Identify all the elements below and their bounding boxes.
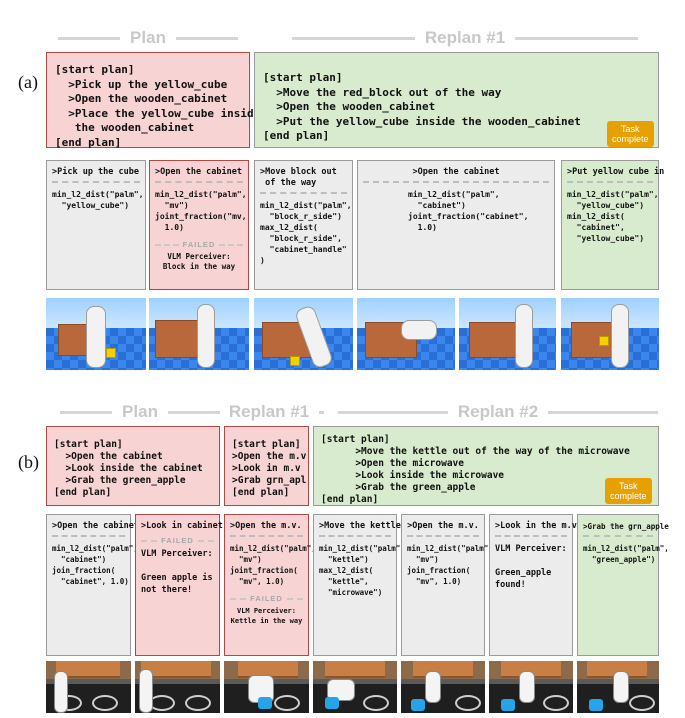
step-title: >Put yellow cube in (567, 167, 665, 177)
part-b-label: (b) (18, 452, 39, 472)
b-scene-image-3 (224, 661, 309, 713)
a-scene-image-5 (459, 298, 556, 370)
step-title: >Open the m.v. (230, 521, 302, 531)
part-a-plan-header: Plan (58, 28, 238, 48)
b-scene-image-6 (489, 661, 573, 713)
step-code: min_l2_dist("palm", "block_r_side") max_… (260, 201, 352, 265)
part-b-replan1-box: [start plan] >Open the m.v >Look in m.v … (224, 426, 309, 506)
part-b-replan2-box: [start plan] >Move the kettle out of the… (313, 426, 659, 506)
divider (230, 535, 303, 537)
plan-header-text: Plan (122, 402, 158, 421)
a-step-card-4: >Open the cabinet min_l2_dist("palm", "c… (357, 160, 555, 290)
divider (52, 181, 140, 183)
part-b-plan-box: [start plan] >Open the cabinet >Look ins… (46, 426, 220, 506)
b-step-card-6: >Look in the m.v. VLM Perceiver: Green_a… (489, 514, 582, 656)
part-a-plan-box: [start plan] >Pick up the yellow_cube >O… (46, 52, 260, 149)
divider (495, 535, 567, 537)
divider (319, 535, 391, 537)
step-code: min_l2_dist("palm", "mv") joint_fraction… (155, 190, 247, 232)
a-step-card-3: >Move block out of the way min_l2_dist("… (254, 160, 353, 290)
b-step-card-7: >Grab the grn_apple min_l2_dist("palm", … (577, 514, 669, 656)
a-step-card-5: >Put yellow cube in min_l2_dist("palm", … (561, 160, 665, 290)
step-title: >Open the cabinet (52, 521, 139, 531)
failed-text: FAILED (161, 536, 194, 545)
part-a-replan-box: [start plan] >Move the red_block out of … (254, 52, 659, 148)
step-code: min_l2_dist("palm", "yellow_cube") min_l… (567, 190, 659, 243)
part-b-replan2-header: Replan #2 (338, 402, 658, 422)
b-step-card-1: >Open the cabinet min_l2_dist("palm", "c… (46, 514, 139, 656)
divider (363, 181, 549, 183)
divider (407, 535, 479, 537)
task-complete-badge-b: Task complete (605, 478, 652, 504)
divider (260, 192, 347, 194)
vlm-note: VLM Perceiver: Kettle in the way (230, 607, 303, 625)
replan1-header-text: Replan #1 (424, 28, 506, 47)
a-scene-image-4 (357, 298, 455, 370)
a-scene-image-3 (254, 298, 353, 370)
a-scene-image-6 (561, 298, 659, 370)
step-title: >Open the cabinet (155, 167, 242, 177)
step-title: >Grab the grn_apple (583, 522, 669, 531)
step-title: >Open the cabinet (412, 167, 500, 177)
b-step-card-3: >Open the m.v. min_l2_dist("palm", "mv")… (224, 514, 316, 656)
part-a-label: (a) (18, 72, 38, 92)
failed-marker: FAILED (141, 535, 215, 546)
step-code: min_l2_dist("palm", "mv") join_fraction(… (407, 544, 493, 586)
divider (155, 181, 243, 183)
step-code: min_l2_dist("palm", "kettle") max_l2_dis… (319, 544, 405, 597)
failed-marker: FAILED (155, 239, 244, 250)
vlm-text: VLM Perceiver: Green apple is not there! (141, 549, 213, 595)
step-code: min_l2_dist("palm", "green_apple") (583, 544, 669, 564)
failed-text: FAILED (250, 594, 283, 603)
failed-marker: FAILED (230, 593, 304, 604)
b-scene-image-5 (401, 661, 485, 713)
b-scene-image-7 (577, 661, 659, 713)
step-title: >Open the m.v. (407, 521, 479, 531)
replan2-header-text: Replan #2 (457, 402, 539, 421)
a-scene-image-1 (46, 298, 146, 370)
step-code: min_l2_dist("palm", "cabinet") joint_fra… (408, 190, 529, 232)
part-b-plan-header: Plan (60, 402, 220, 422)
b-scene-image-1 (46, 661, 131, 713)
step-title: >Look in cabinet (141, 521, 223, 531)
plan-header-text: Plan (130, 28, 166, 47)
part-b-replan1-header: Replan #1 (214, 402, 324, 422)
divider (52, 535, 125, 537)
b-step-card-2: >Look in cabinet FAILED VLM Perceiver: G… (135, 514, 223, 656)
divider (567, 181, 653, 183)
step-code: min_l2_dist("palm", "cabinet") join_frac… (52, 544, 138, 586)
a-scene-image-2 (149, 298, 249, 370)
replan1-header-text: Replan #1 (228, 402, 310, 421)
failed-text: FAILED (182, 240, 216, 249)
vlm-note: VLM Perceiver: Block in the way (162, 252, 236, 271)
part-a-replan1-header: Replan #1 (292, 28, 638, 48)
a-step-card-2: >Open the cabinet min_l2_dist("palm", "m… (149, 160, 249, 290)
a-step-card-1: >Pick up the cube min_l2_dist("palm", "y… (46, 160, 146, 290)
step-title: >Pick up the cube (52, 167, 139, 177)
step-title: >Move the kettle (319, 521, 401, 531)
step-title: >Move block out of the way (260, 167, 337, 188)
b-scene-image-4 (313, 661, 397, 713)
b-step-card-4: >Move the kettle min_l2_dist("palm", "ke… (313, 514, 405, 656)
step-title: >Look in the m.v. (495, 521, 582, 531)
divider (583, 535, 653, 537)
step-code: min_l2_dist("palm", "yellow_cube") (52, 190, 144, 210)
b-scene-image-2 (135, 661, 220, 713)
b-step-card-5: >Open the m.v. min_l2_dist("palm", "mv")… (401, 514, 493, 656)
vlm-text: VLM Perceiver: Green_apple found! (495, 544, 567, 590)
task-complete-badge: Task complete (607, 121, 654, 147)
step-code: min_l2_dist("palm", "mv") joint_fraction… (230, 544, 316, 586)
